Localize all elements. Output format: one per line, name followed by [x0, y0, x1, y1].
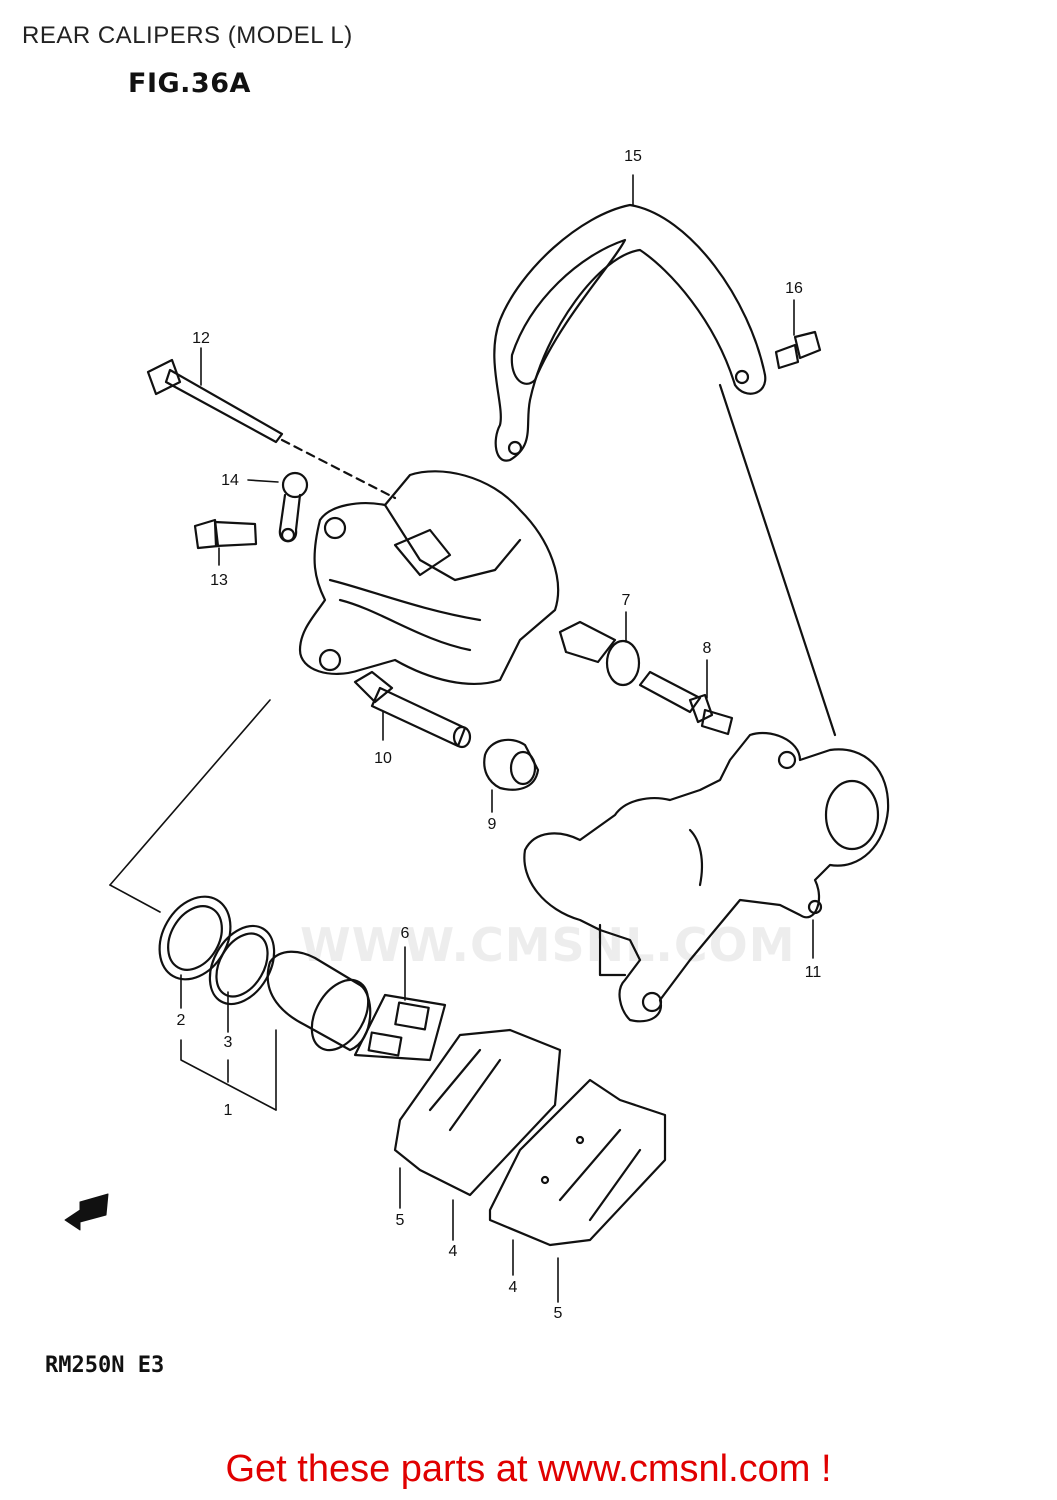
- guide-pin-part: [353, 670, 472, 749]
- callout-6: 6: [400, 925, 410, 942]
- callout-13: 13: [210, 572, 228, 589]
- bracket-arm-part: [493, 203, 767, 462]
- leader-line: [280, 438, 397, 500]
- fwd-arrow-icon: [64, 1193, 109, 1231]
- callout-12: 12: [192, 330, 210, 347]
- bleeder-valve-part: [193, 518, 258, 550]
- sleeve-part: [558, 620, 641, 687]
- callout-5-outer: 5: [553, 1305, 563, 1322]
- callout-14: 14: [221, 472, 239, 489]
- piston-seal-part: [158, 895, 232, 981]
- callout-15: 15: [624, 148, 642, 165]
- callout-7: 7: [621, 592, 631, 609]
- callout-2: 2: [176, 1012, 186, 1029]
- callout-9: 9: [487, 816, 497, 833]
- caliper-pin-part: [146, 358, 284, 444]
- callout-16: 16: [785, 280, 803, 297]
- piston-part: [266, 950, 372, 1052]
- watermark: WWW.CMSNL.COM: [300, 918, 796, 972]
- slide-bolt-part: [638, 670, 734, 736]
- caliper-body-part: [298, 470, 560, 686]
- pad-shim-part: [353, 993, 447, 1062]
- dust-seal-part: [208, 924, 276, 1006]
- callout-1: 1: [223, 1102, 233, 1119]
- page-title: REAR CALIPERS (MODEL L): [22, 22, 353, 49]
- callout-3: 3: [223, 1034, 233, 1051]
- callout-5-inner: 5: [395, 1212, 405, 1229]
- callout-10: 10: [374, 750, 392, 767]
- brake-pad-inner-part: [393, 1028, 562, 1197]
- bracket-bolt-part: [774, 330, 822, 370]
- leader-line: [718, 383, 837, 737]
- figure-number: FIG.36A: [128, 68, 251, 99]
- callout-11: 11: [804, 964, 822, 981]
- boot-part: [483, 738, 540, 791]
- brake-pad-outer-part: [488, 1078, 667, 1247]
- callout-leaders: [109, 174, 814, 1303]
- callout-4-inner: 4: [448, 1243, 458, 1260]
- caliper-bracket-part: [523, 731, 890, 1023]
- model-code: RM250N E3: [45, 1353, 165, 1378]
- bleeder-cap-part: [278, 471, 309, 543]
- callout-4-outer: 4: [508, 1279, 518, 1296]
- footer-link[interactable]: Get these parts at www.cmsnl.com !: [225, 1448, 832, 1490]
- callout-8: 8: [702, 640, 712, 657]
